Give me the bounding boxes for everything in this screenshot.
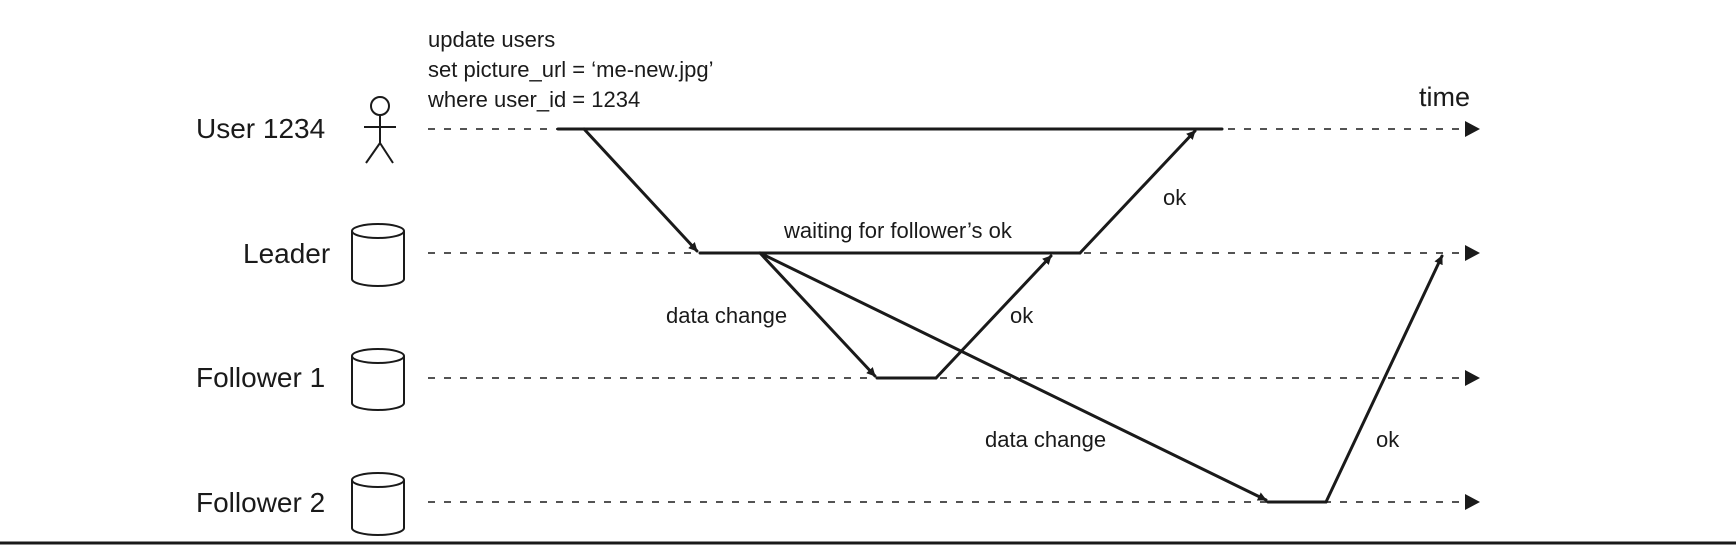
stick-figure-icon bbox=[364, 96, 396, 164]
label-data-change-f1: data change bbox=[666, 303, 787, 328]
lane-label-follower2: Follower 2 bbox=[196, 487, 325, 518]
lane-label-leader: Leader bbox=[243, 238, 330, 269]
database-icon bbox=[351, 348, 405, 411]
label-ok-leader: ok bbox=[1163, 185, 1187, 210]
timeline-follower1 bbox=[428, 370, 1480, 386]
arrow-ok-follower2 bbox=[1324, 254, 1444, 504]
database-icon bbox=[351, 472, 405, 536]
label-waiting: waiting for follower’s ok bbox=[783, 218, 1013, 243]
label-ok-f2: ok bbox=[1376, 427, 1400, 452]
arrow-data-change-follower1 bbox=[758, 251, 877, 378]
database-icon bbox=[351, 223, 405, 287]
query-line-2: set picture_url = ‘me-new.jpg’ bbox=[428, 57, 714, 82]
timeline-leader bbox=[428, 245, 1480, 261]
time-label: time bbox=[1419, 82, 1470, 112]
lane-label-follower1: Follower 1 bbox=[196, 362, 325, 393]
timeline-user bbox=[428, 121, 1480, 137]
arrow-write-to-leader bbox=[582, 127, 699, 253]
label-data-change-f2: data change bbox=[985, 427, 1106, 452]
lane-label-user: User 1234 bbox=[196, 113, 325, 144]
arrow-ok-leader-to-user bbox=[1078, 129, 1197, 255]
arrow-ok-follower1 bbox=[934, 254, 1053, 380]
query-line-1: update users bbox=[428, 27, 555, 52]
arrow-data-change-follower2 bbox=[758, 251, 1268, 502]
query-line-3: where user_id = 1234 bbox=[427, 87, 640, 112]
label-ok-f1: ok bbox=[1010, 303, 1034, 328]
